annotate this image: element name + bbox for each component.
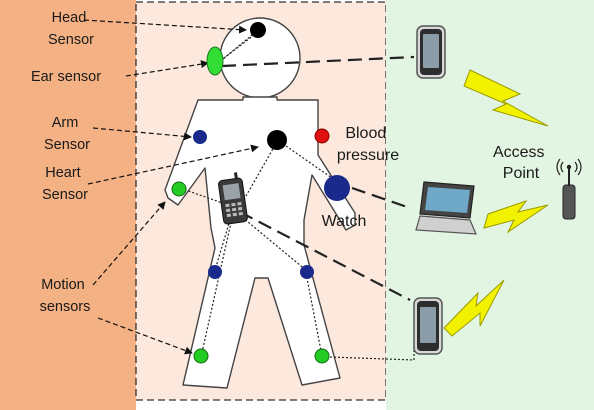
heart-sensor [267, 130, 287, 150]
motion-sensor-ankle-left [193, 348, 209, 364]
watch-label: Watch [322, 213, 367, 230]
motion-sensor-hip-left [208, 265, 222, 279]
left-panel [0, 0, 136, 410]
ear-sensor [206, 46, 224, 76]
motion-sensor-wrist [171, 181, 187, 197]
head-sensor [250, 22, 266, 38]
annotation-arrows [83, 19, 259, 355]
motion-sensors-label: Motion sensors [40, 277, 91, 315]
motion-sensor-ankle-right [314, 348, 330, 364]
motion-sensor-hip-right [300, 265, 314, 279]
laptop-icon [415, 181, 477, 235]
access-point-antenna-icon [556, 158, 582, 220]
wireless-links [221, 55, 415, 301]
arm-sensor [193, 130, 207, 144]
arm-sensor-label: Arm Sensor [44, 115, 90, 153]
heart-sensor-label: Heart Sensor [42, 165, 88, 203]
head-sensor-label: Head Sensor [48, 10, 94, 48]
mobile-phone-icon [416, 25, 446, 79]
access-point-label: Access Point [493, 144, 549, 182]
ear-sensor-label: Ear sensor [31, 69, 101, 85]
watch-sensor [324, 175, 350, 201]
human-figure [164, 17, 356, 389]
lightning-bolt-icon [443, 69, 549, 337]
mobile-phone-icon [218, 172, 248, 225]
mobile-phone-icon [413, 297, 443, 355]
blood-pressure-label: Blood pressure [337, 125, 399, 164]
body-outline [164, 96, 356, 389]
blood-pressure-sensor [314, 128, 330, 144]
sensors [171, 22, 350, 364]
